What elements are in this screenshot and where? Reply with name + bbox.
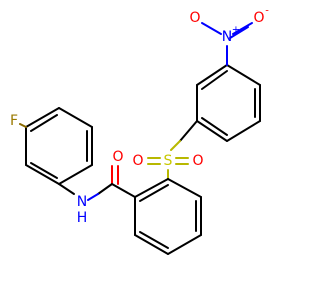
bond — [58, 107, 93, 128]
nitro-oxygen-charge: - — [265, 6, 269, 17]
nitro-oxygen-right-label: O — [253, 10, 264, 26]
fluorine-label: F — [10, 113, 18, 129]
bond — [232, 22, 253, 35]
molecule-canvas: N + O O - S O O — [10, 6, 269, 255]
amide-group: O N H — [77, 149, 136, 226]
amide-hydrogen-label: H — [77, 210, 88, 226]
sulfonyl-oxygen-right-label: O — [192, 153, 203, 169]
amide-nitrogen-label: N — [77, 194, 87, 210]
bond — [201, 22, 222, 35]
bond — [167, 234, 202, 255]
bond — [179, 120, 198, 142]
bond — [196, 64, 228, 86]
nitrophenyl-ring — [196, 64, 261, 142]
bond — [229, 26, 249, 39]
bond — [226, 120, 261, 142]
bond — [170, 140, 181, 151]
sulfonyl-group: S O O — [132, 120, 204, 180]
bond — [201, 70, 228, 90]
bond — [25, 164, 60, 185]
sulfur-label: S — [164, 153, 173, 169]
nitro-group: N + O O - — [189, 6, 269, 66]
molecule-structure: N + O O - S O O — [10, 6, 269, 255]
bond — [134, 234, 169, 255]
bond — [134, 178, 169, 198]
bond — [30, 162, 58, 179]
bond — [139, 184, 169, 202]
nitro-nitrogen-label: N — [222, 29, 232, 45]
bond — [87, 193, 99, 201]
amide-oxygen-label: O — [112, 149, 123, 165]
nitro-oxygen-left-label: O — [189, 10, 200, 26]
bond — [97, 183, 113, 195]
bond — [19, 123, 27, 128]
bond — [111, 183, 136, 198]
bond — [30, 114, 58, 132]
bond — [58, 183, 75, 195]
bond — [58, 164, 93, 185]
nitro-nitrogen-charge: + — [232, 25, 240, 36]
bond — [25, 107, 60, 128]
bond — [167, 178, 202, 198]
bond — [139, 231, 169, 249]
sulfonyl-oxygen-left-label: O — [132, 153, 143, 169]
benzamide-ring — [134, 178, 202, 255]
bond — [226, 64, 261, 86]
bond — [201, 117, 228, 136]
fluorophenyl-ring: F — [10, 107, 93, 195]
bond — [196, 120, 228, 142]
